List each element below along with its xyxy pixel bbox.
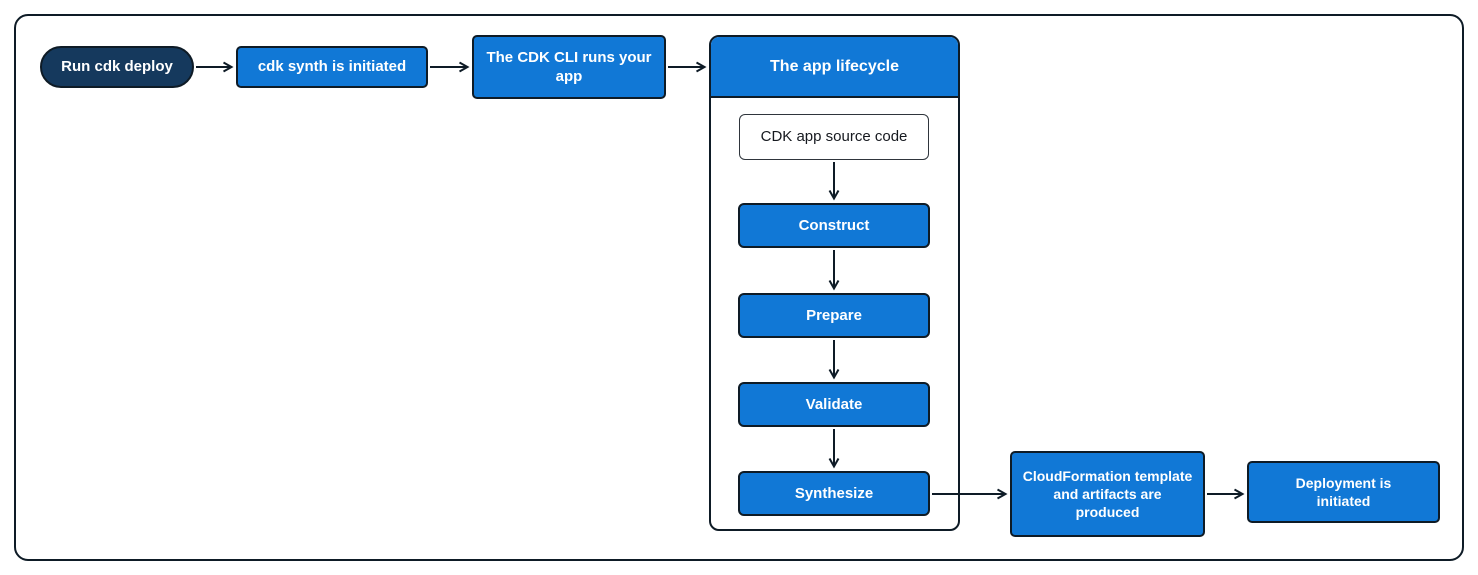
node-deployment-initiated-label: Deployment is initiated	[1295, 474, 1392, 509]
node-cdk-app-source-code-label: CDK app source code	[760, 128, 908, 146]
node-prepare-label: Prepare	[806, 306, 862, 324]
node-cdk-synth-initiated-label: cdk synth is initiated	[257, 58, 407, 76]
app-lifecycle-header-label: The app lifecycle	[770, 57, 899, 75]
app-lifecycle-header: The app lifecycle	[711, 37, 958, 98]
app-lifecycle-container: The app lifecycle	[709, 35, 960, 531]
node-construct-label: Construct	[798, 216, 870, 234]
node-cloudformation-output-label: CloudFormation template and artifacts ar…	[1022, 467, 1193, 521]
node-validate-label: Validate	[805, 395, 863, 413]
node-cdk-app-source-code: CDK app source code	[739, 114, 929, 160]
node-cdk-cli-runs-app-label: The CDK CLI runs your app	[486, 48, 652, 86]
node-deployment-initiated: Deployment is initiated	[1247, 461, 1440, 523]
node-cdk-cli-runs-app: The CDK CLI runs your app	[472, 35, 666, 99]
node-construct: Construct	[738, 203, 930, 248]
node-prepare: Prepare	[738, 293, 930, 338]
node-run-cdk-deploy: Run cdk deploy	[40, 46, 194, 88]
node-run-cdk-deploy-label: Run cdk deploy	[61, 58, 173, 76]
node-cloudformation-output: CloudFormation template and artifacts ar…	[1010, 451, 1205, 537]
node-cdk-synth-initiated: cdk synth is initiated	[236, 46, 428, 88]
node-synthesize: Synthesize	[738, 471, 930, 516]
node-validate: Validate	[738, 382, 930, 427]
node-synthesize-label: Synthesize	[794, 484, 874, 502]
